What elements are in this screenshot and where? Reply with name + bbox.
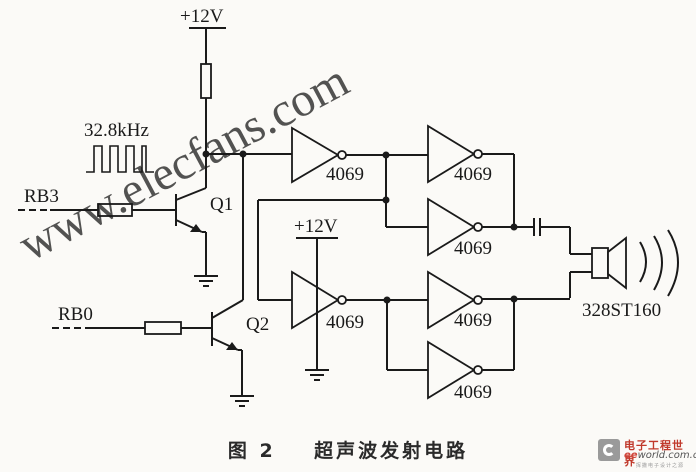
logo-name: 电子工程世界 [624, 439, 684, 468]
q1-output-net [202, 150, 292, 300]
square-wave-icon [86, 145, 154, 173]
sound-wave-icon [639, 241, 647, 283]
inverter-label: 4069 [454, 238, 492, 259]
inverter-label: 4069 [454, 164, 492, 185]
frequency-label: 32.8kHz [84, 120, 149, 141]
figure-title: 超声波发射电路 [314, 440, 469, 462]
speaker-icon [591, 247, 609, 279]
inverter-2: 4069 [427, 124, 515, 227]
transistor-label-q1: Q1 [210, 194, 233, 215]
inverter-label: 4069 [454, 382, 492, 403]
logo-site: eeworld.com.cn [624, 450, 696, 461]
input-rb0: RB0 [52, 304, 212, 335]
input-rb3: RB3 [18, 186, 176, 217]
figure-caption: 图 2 超声波发射电路 [0, 436, 696, 463]
transducer-label: 328ST160 [582, 300, 661, 321]
square-wave-signal: 32.8kHz [84, 120, 154, 173]
transistor-q1: Q1 [175, 154, 233, 287]
supply-label-mid: +12V [294, 216, 338, 237]
output-capacitor [533, 218, 592, 255]
logo-mark-icon [598, 439, 620, 461]
supply-label-top: +12V [180, 6, 224, 27]
input-label-rb3: RB3 [24, 186, 59, 207]
transistor-label-q2: Q2 [246, 314, 269, 335]
logo-tagline: 挥撒电子设计之源 [636, 463, 685, 469]
supply-top: +12V [180, 6, 226, 154]
base-resistor-q2 [144, 321, 182, 335]
eeworld-logo[interactable]: 电子工程世界 eeworld.com.cn 挥撒电子设计之源 [596, 436, 696, 470]
inverter-4: +12V 4069 [291, 216, 428, 381]
ultrasonic-transducer: 328ST160 [569, 229, 679, 321]
input-label-rb0: RB0 [58, 304, 93, 325]
inverter-5: 4069 [427, 270, 570, 370]
inverter-3: 4069 [427, 197, 534, 259]
inverter-label: 4069 [454, 310, 492, 331]
transistor-q2: Q2 [211, 299, 269, 407]
net-a [257, 151, 428, 301]
inverter-label: 4069 [326, 164, 364, 185]
inverter-1: 4069 [291, 126, 386, 185]
inverter-label: 4069 [326, 312, 364, 333]
base-resistor-q1 [97, 203, 133, 217]
figure-label: 图 2 [227, 440, 276, 462]
inverter-6: 4069 [427, 340, 514, 403]
collector-resistor-q1 [200, 63, 212, 99]
